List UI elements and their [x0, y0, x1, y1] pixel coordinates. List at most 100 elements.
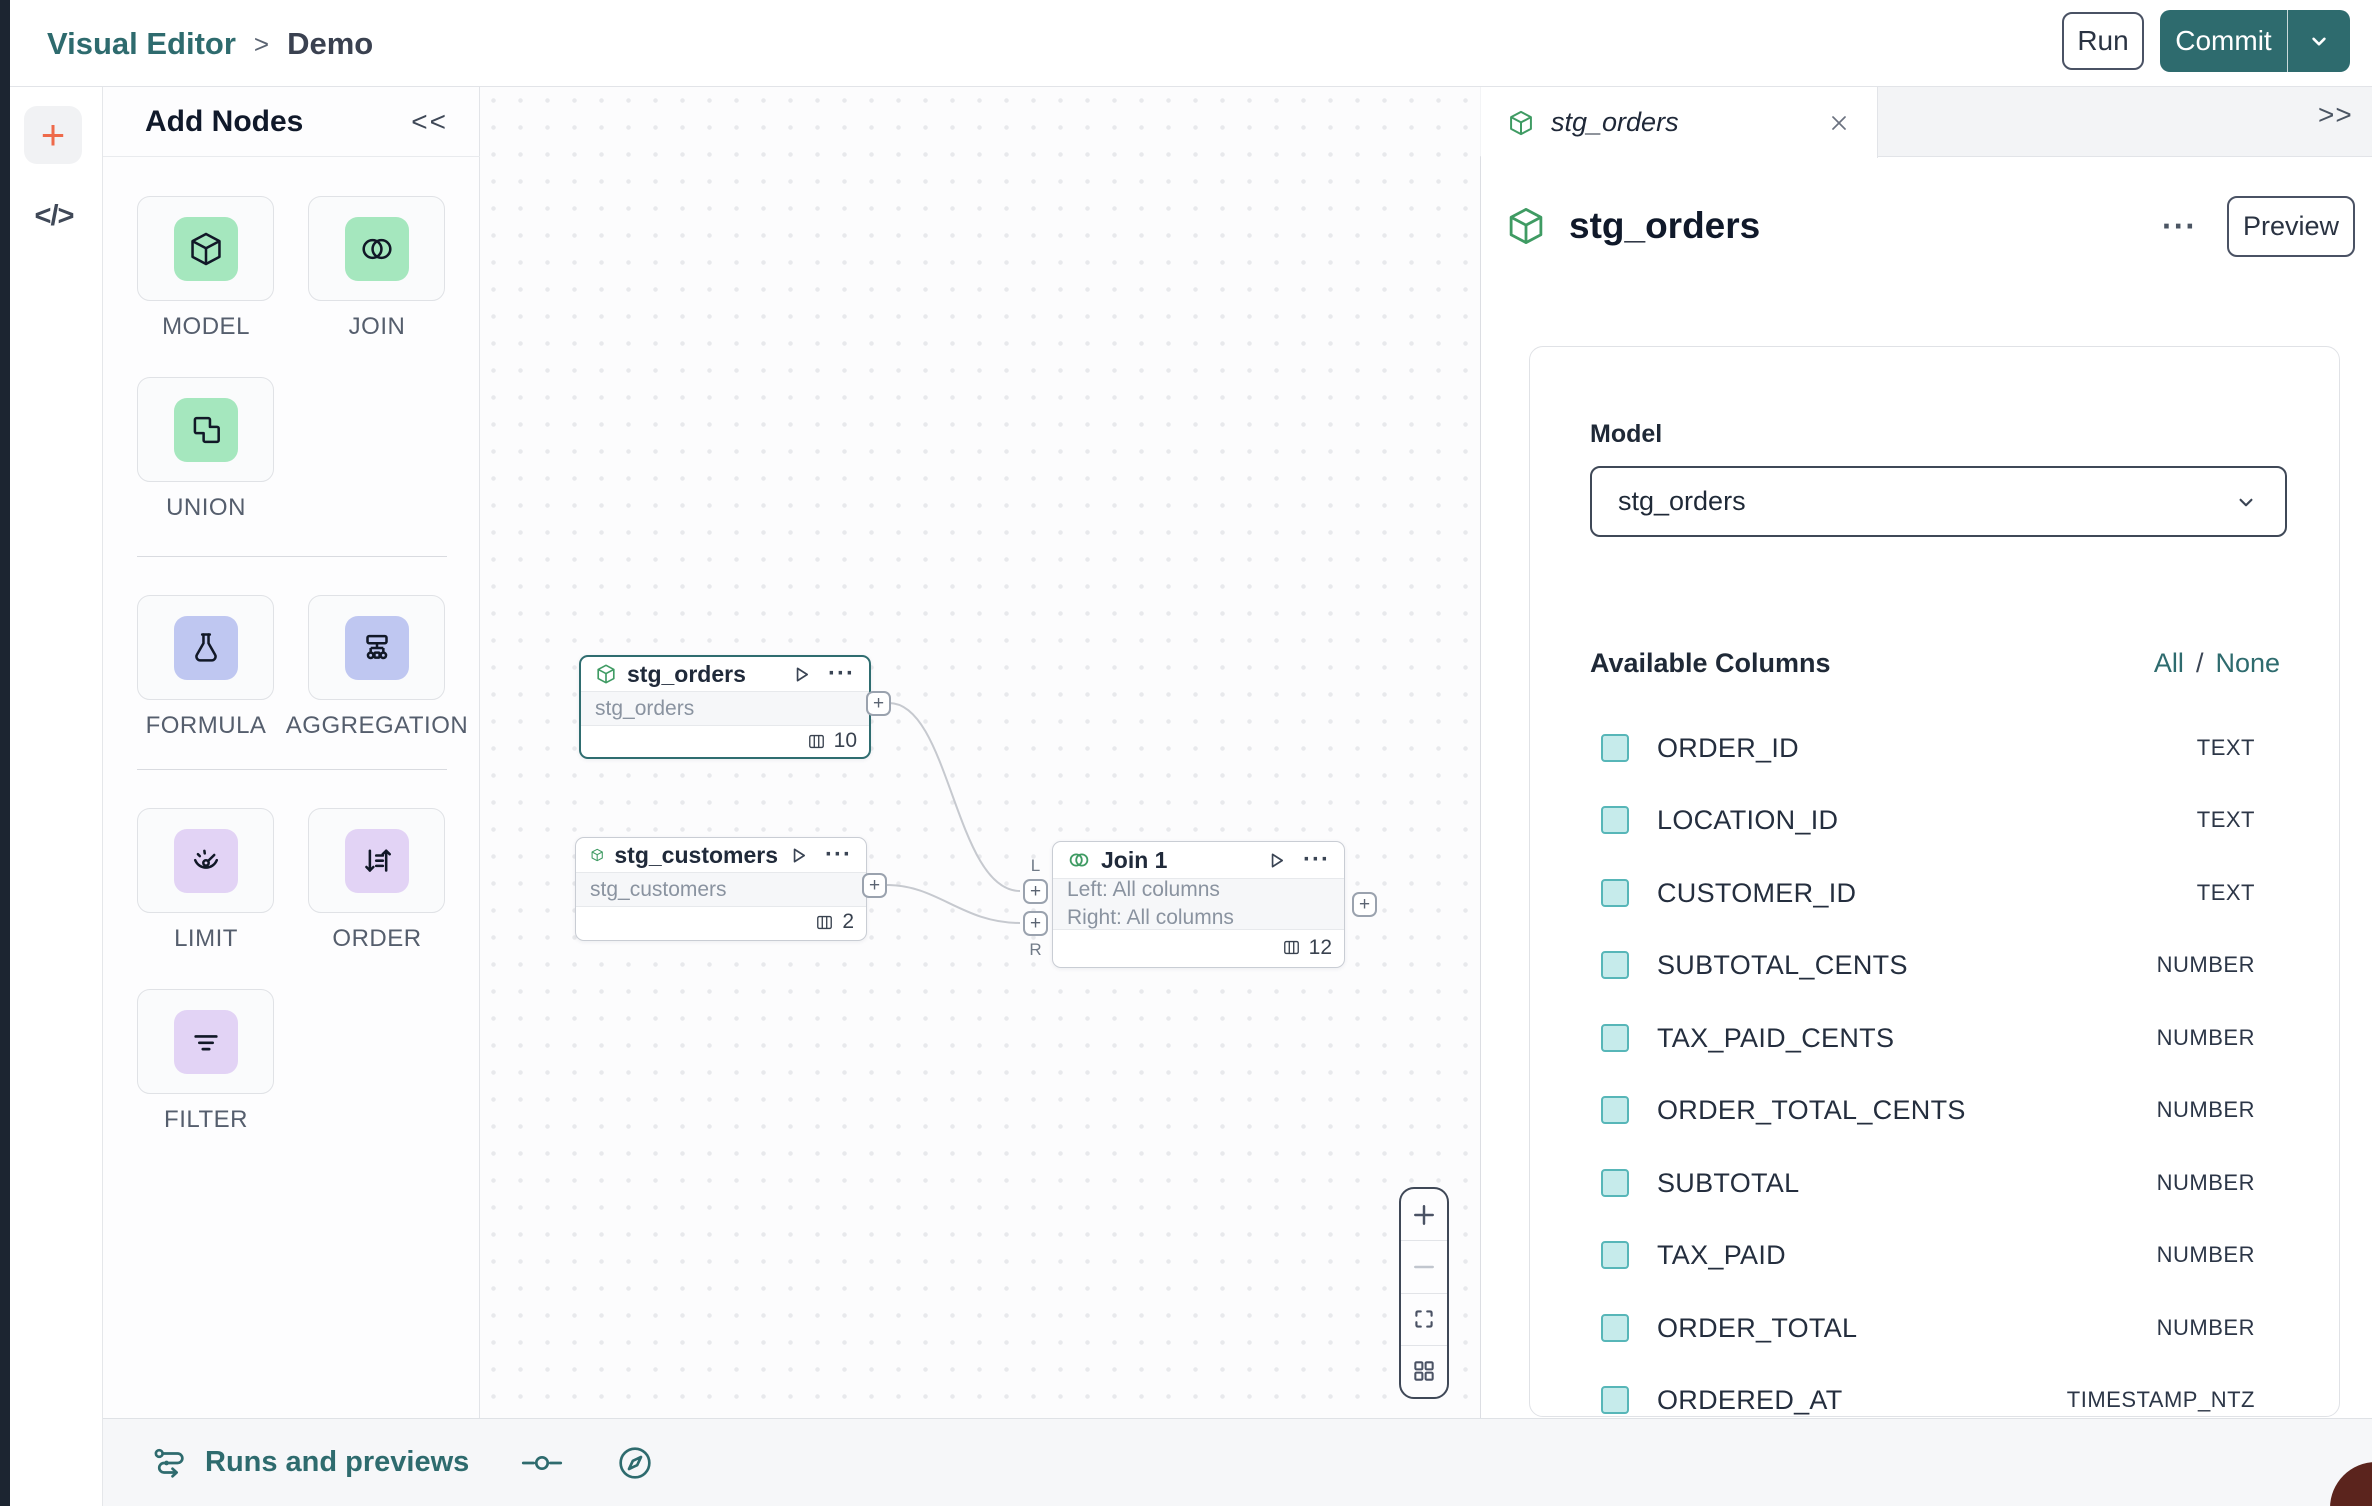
column-name: ORDER_TOTAL_CENTS	[1657, 1094, 1966, 1125]
column-name: ORDER_TOTAL	[1657, 1312, 1858, 1343]
collapse-panel-icon[interactable]: <<	[411, 105, 448, 137]
palette-formula-label: FORMULA	[145, 712, 267, 739]
add-nodes-header: Add Nodes <<	[103, 87, 480, 157]
node-menu-icon[interactable]: ···	[1303, 846, 1330, 873]
chevron-down-icon	[2239, 498, 2253, 506]
flow-canvas[interactable]	[480, 87, 1480, 1418]
join-right-input-port[interactable]: +	[1023, 911, 1048, 936]
column-checkbox[interactable]	[1601, 1096, 1629, 1124]
run-button[interactable]: Run	[2062, 12, 2144, 70]
column-checkbox[interactable]	[1601, 806, 1629, 834]
canvas-node-stg-orders[interactable]: stg_orders ··· stg_orders 10	[579, 655, 871, 759]
compass-icon	[619, 1446, 651, 1479]
zoom-out-button[interactable]	[1401, 1241, 1447, 1294]
palette-join-card[interactable]	[308, 196, 445, 301]
stg-orders-output-port[interactable]: +	[866, 691, 891, 716]
model-select-value: stg_orders	[1618, 486, 1746, 516]
palette-union-card[interactable]	[137, 377, 274, 482]
column-checkbox[interactable]	[1601, 1386, 1629, 1414]
node-menu-icon[interactable]: ···	[825, 841, 852, 868]
column-checkbox[interactable]	[1601, 1169, 1629, 1197]
fit-view-button[interactable]	[1401, 1294, 1447, 1346]
select-all-link[interactable]: All	[2153, 648, 2184, 678]
node-subtitle: stg_orders	[595, 696, 695, 720]
canvas-zoom-controls	[1399, 1187, 1449, 1399]
preview-button[interactable]: Preview	[2227, 195, 2355, 257]
canvas-node-stg-customers[interactable]: stg_customers ··· stg_customers 2	[575, 837, 867, 941]
column-row: SUBTOTAL NUMBER	[1590, 1147, 2255, 1219]
limit-gauge-icon	[173, 828, 238, 893]
zoom-in-button[interactable]	[1401, 1189, 1447, 1242]
column-row: ORDER_TOTAL_CENTS NUMBER	[1590, 1074, 2255, 1146]
column-checkbox[interactable]	[1601, 951, 1629, 979]
join-left-input-port[interactable]: +	[1023, 879, 1048, 904]
tab-stg-orders[interactable]: stg_orders	[1481, 87, 1878, 158]
commit-button-label[interactable]: Commit	[2175, 25, 2272, 56]
join-left-summary: Left: All columns	[1067, 878, 1220, 901]
model-cube-icon	[597, 664, 615, 684]
fit-view-icon	[1415, 1310, 1433, 1328]
panel-title: stg_orders	[1569, 205, 1761, 246]
canvas-node-join-1[interactable]: Join 1 ··· Left: All columns Right: All …	[1052, 841, 1345, 968]
column-row: TAX_PAID_CENTS NUMBER	[1590, 1002, 2255, 1074]
panel-title-row: stg_orders ··· Preview	[1505, 195, 2355, 257]
union-squares-icon	[173, 397, 238, 462]
column-checkbox[interactable]	[1601, 1241, 1629, 1269]
close-icon[interactable]	[1827, 111, 1851, 135]
column-type: NUMBER	[2156, 1170, 2255, 1195]
commit-node-button[interactable]	[521, 1450, 563, 1476]
columns-count-icon	[1283, 940, 1299, 955]
columns-count-icon	[808, 734, 824, 748]
run-node-icon[interactable]	[791, 664, 812, 685]
join-output-port[interactable]: +	[1352, 892, 1377, 917]
panel-menu-icon[interactable]: ···	[2162, 207, 2197, 244]
model-select[interactable]: stg_orders	[1590, 466, 2287, 537]
palette-join-label: JOIN	[348, 313, 406, 340]
column-type: TEXT	[2196, 735, 2255, 760]
palette-limit-label: LIMIT	[174, 925, 238, 952]
column-checkbox[interactable]	[1601, 879, 1629, 907]
palette-aggregation-card[interactable]	[308, 595, 445, 700]
add-node-button[interactable]: +	[24, 106, 82, 164]
run-node-icon[interactable]	[788, 845, 809, 866]
palette-formula-card[interactable]	[137, 595, 274, 700]
column-type: TEXT	[2196, 807, 2255, 832]
column-type: TIMESTAMP_NTZ	[2066, 1387, 2255, 1412]
column-row: ORDER_ID TEXT	[1590, 712, 2255, 784]
chevron-down-icon	[2312, 37, 2326, 46]
column-checkbox[interactable]	[1601, 734, 1629, 762]
mini-sidebar	[10, 87, 103, 1506]
bottom-bar: Runs and previews	[103, 1418, 2372, 1506]
select-none-link[interactable]: None	[2215, 648, 2280, 678]
commit-button[interactable]: Commit	[2160, 10, 2350, 72]
top-header: Visual Editor > Demo Run Commit	[10, 0, 2372, 87]
column-name: ORDER_ID	[1657, 732, 1799, 763]
plus-icon: +	[1029, 880, 1042, 902]
stg-customers-output-port[interactable]: +	[862, 873, 887, 898]
palette-model-card[interactable]	[137, 196, 274, 301]
column-name: CUSTOMER_ID	[1657, 877, 1857, 908]
aggregation-tree-icon	[344, 615, 409, 680]
code-view-button[interactable]: </>	[30, 198, 78, 234]
filter-lines-icon	[173, 1009, 238, 1074]
runs-route-icon	[154, 1448, 184, 1478]
runs-and-previews-button[interactable]: Runs and previews	[205, 1446, 470, 1478]
palette-order-card[interactable]	[308, 808, 445, 913]
compass-button[interactable]	[615, 1443, 655, 1483]
column-checkbox[interactable]	[1601, 1314, 1629, 1342]
breadcrumb: Visual Editor > Demo	[47, 26, 373, 62]
palette-filter-card[interactable]	[137, 989, 274, 1094]
column-type: NUMBER	[2156, 1242, 2255, 1267]
auto-layout-button[interactable]	[1401, 1346, 1447, 1397]
breadcrumb-visual-editor-link[interactable]: Visual Editor	[47, 26, 236, 61]
commit-dropdown-toggle[interactable]	[2287, 10, 2350, 72]
node-menu-icon[interactable]: ···	[828, 660, 855, 687]
grid-icon	[1414, 1361, 1434, 1382]
run-node-icon[interactable]	[1266, 850, 1287, 871]
column-row: ORDERED_AT TIMESTAMP_NTZ	[1590, 1364, 2255, 1436]
plus-icon: +	[872, 692, 885, 714]
column-checkbox[interactable]	[1601, 1024, 1629, 1052]
expand-panel-icon[interactable]: >>	[2318, 99, 2353, 130]
palette-limit-card[interactable]	[137, 808, 274, 913]
join-right-summary: Right: All columns	[1067, 906, 1234, 929]
